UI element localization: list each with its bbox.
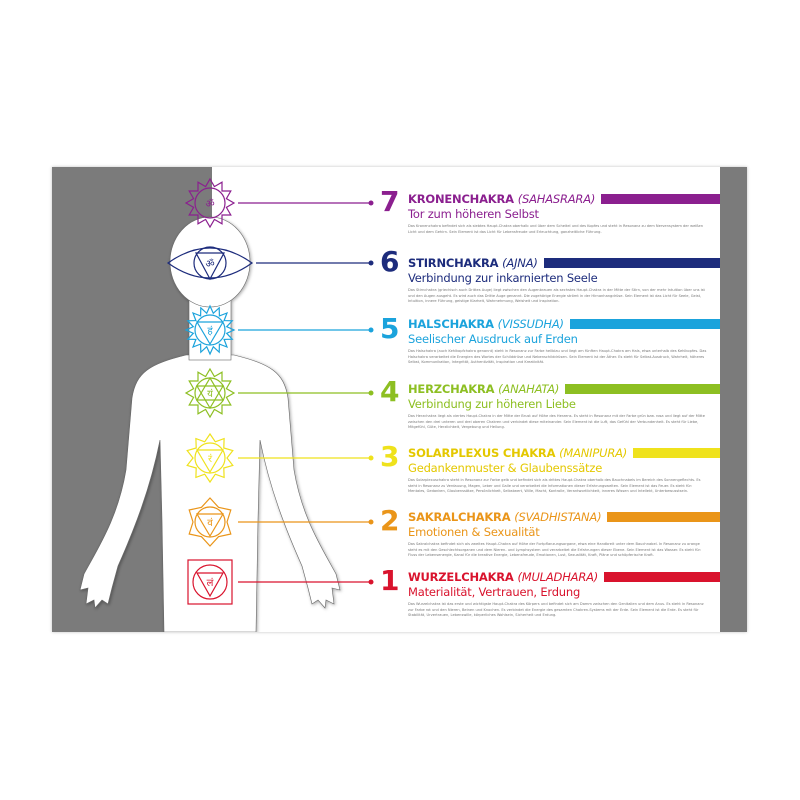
bija-glyph: लं xyxy=(207,577,214,589)
chakra-name: SOLARPLEXUS CHAKRA xyxy=(408,445,556,460)
connector-dot xyxy=(368,579,374,585)
color-bar xyxy=(569,318,720,329)
color-bar xyxy=(633,447,720,458)
chakra-symbol-2: वं xyxy=(188,497,232,547)
bija-glyph: ॐ xyxy=(205,258,214,270)
root-square-icon xyxy=(187,559,233,605)
chakra-subtitle: Verbindung zur inkarnierten Seele xyxy=(408,271,598,285)
chakra-name: STIRNCHAKRA xyxy=(408,255,499,270)
heart-hexagram-icon xyxy=(184,367,236,419)
chakra-title: HALSCHAKRA (VISSUDHA) xyxy=(408,317,564,331)
chakra-section: SOLARPLEXUS CHAKRA (MANIPURA) Gedankenmu… xyxy=(408,444,720,495)
chakra-section: HALSCHAKRA (VISSUDHA) Seelischer Ausdruc… xyxy=(408,315,720,366)
chakra-title: HERZCHAKRA (ANAHATA) xyxy=(408,382,559,396)
chakra-description: Das Herzchakra liegt als viertes Haupt-C… xyxy=(408,414,705,430)
chakra-name: HALSCHAKRA xyxy=(408,316,494,331)
bija-glyph: ॐ xyxy=(205,198,214,210)
chakra-name: HERZCHAKRA xyxy=(408,381,495,396)
color-bar xyxy=(601,193,720,204)
chakra-sanskrit-name: (MULADHARA) xyxy=(517,569,599,584)
chakra-subtitle: Seelischer Ausdruck auf Erden xyxy=(408,332,578,346)
connector-dot xyxy=(368,455,374,461)
connector-dot xyxy=(368,200,374,206)
chakra-number: 4 xyxy=(380,375,400,408)
eye-shape xyxy=(166,247,254,279)
chakra-symbol-5: हं xyxy=(184,304,236,356)
chakra-symbol-7: ॐ xyxy=(184,177,236,229)
chakra-section: KRONENCHAKRA (SAHASRARA) Tor zum höheren… xyxy=(408,190,720,235)
chakra-number: 2 xyxy=(380,504,400,537)
chakra-number: 3 xyxy=(380,440,400,473)
solar-plexus-icon xyxy=(186,432,234,484)
chakra-title: SOLARPLEXUS CHAKRA (MANIPURA) xyxy=(408,446,627,460)
chakra-description: Das Halschakra (auch Kehlkopfchakra gena… xyxy=(408,349,707,365)
chakra-symbol-6: ॐ xyxy=(166,246,254,281)
color-bar xyxy=(565,383,720,394)
bija-glyph: वं xyxy=(207,517,213,529)
bija-glyph: रं xyxy=(208,453,213,465)
chakra-sanskrit-name: (MANIPURA) xyxy=(559,445,628,460)
chakra-name: KRONENCHAKRA xyxy=(408,191,514,206)
chakra-section: STIRNCHAKRA (AJNA) Verbindung zur inkarn… xyxy=(408,254,720,305)
bija-glyph: हं xyxy=(207,325,213,337)
chakra-section: WURZELCHAKRA (MULADHARA) Materialität, V… xyxy=(408,568,720,619)
chakra-sanskrit-name: (ANAHATA) xyxy=(498,381,560,396)
chakra-description: Das Solarplexuschakra steht in Resonanz … xyxy=(408,478,701,494)
connector-dot xyxy=(368,519,374,525)
chakra-name: SAKRALCHAKRA xyxy=(408,509,511,524)
color-bar xyxy=(543,257,720,268)
chakra-subtitle: Gedankenmuster & Glaubenssätze xyxy=(408,461,603,475)
chakra-title: SAKRALCHAKRA (SVADHISTANA) xyxy=(408,509,602,524)
chakra-number: 1 xyxy=(380,564,400,597)
chakra-number: 5 xyxy=(380,312,400,345)
sacral-lotus-icon xyxy=(188,497,232,547)
chakra-symbol-3: रं xyxy=(186,432,234,484)
chakra-description: Das Wurzelchakra ist das erste und wicht… xyxy=(408,602,704,618)
chakra-sanskrit-name: (SAHASRARA) xyxy=(517,191,596,206)
chakra-subtitle: Verbindung zur höheren Liebe xyxy=(408,397,576,411)
bija-glyph: यं xyxy=(207,388,213,400)
connector-dot xyxy=(368,327,374,333)
chakra-poster: ॐ ॐ हं यं रं वं लं KRONENCHAKRA (SAHASRARA) To… xyxy=(52,167,747,632)
body-figure: ॐ ॐ हं यं रं वं लं xyxy=(79,177,374,632)
om-lotus-icon xyxy=(184,177,236,229)
chakra-sanskrit-name: (SVADHISTANA) xyxy=(514,509,602,524)
chakra-number: 6 xyxy=(380,245,400,278)
chakra-sanskrit-name: (VISSUDHA) xyxy=(497,316,564,331)
chakra-subtitle: Tor zum höheren Selbst xyxy=(408,207,539,221)
chakra-title: STIRNCHAKRA (AJNA) xyxy=(408,256,538,270)
color-bar xyxy=(604,571,720,582)
chakra-symbol-1: लं xyxy=(187,559,233,605)
chakra-number: 7 xyxy=(380,185,400,218)
chakra-description: Das Stirnchakra (griechisch auch Drittes… xyxy=(408,288,705,304)
chakra-title: KRONENCHAKRA (SAHASRARA) xyxy=(408,192,595,206)
chakra-sanskrit-name: (AJNA) xyxy=(502,255,538,270)
chakra-description: Das Sakralchakra befindet sich als zweit… xyxy=(408,542,702,558)
chakra-description: Das Kronenchakra befindet sich als siebt… xyxy=(408,224,704,234)
throat-lotus-icon xyxy=(184,304,236,356)
chakra-section: HERZCHAKRA (ANAHATA) Verbindung zur höhe… xyxy=(408,380,720,431)
chakra-subtitle: Emotionen & Sexualität xyxy=(408,525,540,539)
chakra-symbol-4: यं xyxy=(184,367,236,419)
chakra-section: SAKRALCHAKRA (SVADHISTANA) Emotionen & S… xyxy=(408,508,720,559)
color-bar xyxy=(607,511,720,522)
connector-dot xyxy=(368,260,374,266)
connector-dot xyxy=(368,390,374,396)
chakra-title: WURZELCHAKRA (MULADHARA) xyxy=(408,570,598,584)
chakra-name: WURZELCHAKRA xyxy=(408,569,514,584)
gray-side-strip xyxy=(720,167,747,632)
chakra-subtitle: Materialität, Vertrauen, Erdung xyxy=(408,585,581,599)
